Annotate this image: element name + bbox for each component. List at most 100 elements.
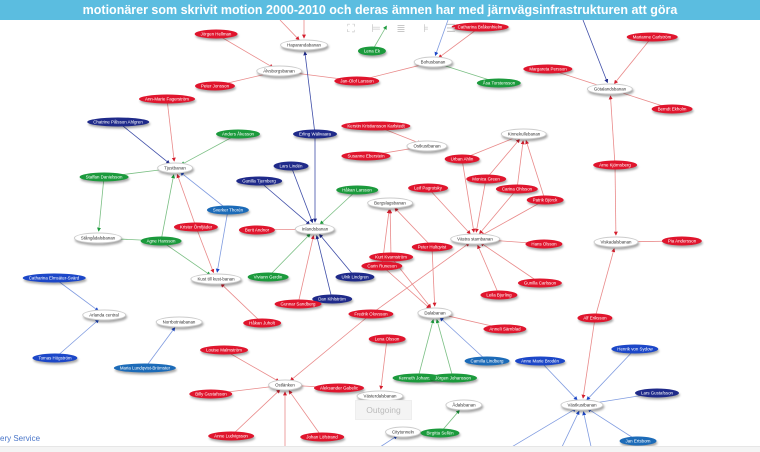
person-node[interactable]: Anne Ludvigsson <box>208 431 254 441</box>
graph-edge <box>180 133 239 166</box>
graph-edge <box>279 19 300 41</box>
person-node[interactable]: Berit Andnor <box>238 225 276 235</box>
person-node[interactable]: Lars Lindén <box>273 161 309 171</box>
graph-edge <box>319 189 358 225</box>
person-node[interactable]: Sverker Thorén <box>206 205 250 215</box>
person-node[interactable]: Jan Ertsborn <box>619 436 657 446</box>
person-node[interactable]: Margareta Persson <box>523 64 573 74</box>
footer-service-link[interactable]: ery Service <box>0 434 41 443</box>
person-node[interactable]: Tomas Högström <box>32 353 78 363</box>
outgoing-button[interactable]: Outgoing <box>355 400 412 420</box>
topic-node[interactable]: Stångådalsbanan <box>73 232 123 244</box>
person-node[interactable]: Arne Kjörnsberg <box>593 160 637 170</box>
topic-node[interactable]: Bergslagsbanan <box>367 197 413 209</box>
bottom-bar <box>0 446 760 452</box>
topic-node[interactable]: Ostkustbanan <box>406 140 448 152</box>
graph-edge <box>479 188 518 235</box>
person-node[interactable]: Aleksander Gabelic <box>313 383 365 393</box>
topic-node[interactable]: Kust till kust-banan <box>190 273 242 285</box>
person-node[interactable]: Kenneth Johansson <box>392 373 444 383</box>
graph-edge <box>431 246 437 307</box>
person-node[interactable]: Lena Ek <box>357 46 387 56</box>
person-node[interactable]: Lars Gustafsson <box>635 388 679 398</box>
person-node[interactable]: Jörgen Hellman <box>194 29 238 39</box>
person-node[interactable]: Gunilla Tjernberg <box>236 176 282 186</box>
topic-node[interactable]: Västkustbanan <box>560 399 604 411</box>
person-node[interactable]: Alf Eriksson <box>577 313 613 323</box>
person-node[interactable]: Peter Jonsson <box>194 81 236 91</box>
person-node[interactable]: Ann-Marie Fagerström <box>139 94 195 104</box>
person-node[interactable]: Peter Hultqvist <box>411 242 453 252</box>
person-node[interactable]: Håkan Juholt <box>243 318 281 328</box>
person-node[interactable]: Erling Wälivaara <box>293 129 337 139</box>
graph-edge <box>594 248 616 319</box>
person-node[interactable]: Krister Örnfjäder <box>173 222 219 232</box>
person-node[interactable]: Kurt Kvarnström <box>369 252 413 262</box>
layout-hierarchy-icon[interactable]: ⊧ <box>423 23 429 35</box>
person-node[interactable]: Marianne Carlström <box>626 32 678 42</box>
person-node[interactable]: Berndt Ekholm <box>651 104 693 114</box>
topic-node[interactable]: Ostlänken <box>268 379 302 391</box>
person-node[interactable]: Gunilla Carlsson <box>517 278 563 288</box>
person-node[interactable]: Ulrik Lindgren <box>335 272 375 282</box>
person-node[interactable]: Fredrik Olovsson <box>348 309 394 319</box>
topic-node[interactable]: Bohusbanan <box>413 56 453 68</box>
person-node[interactable]: AnnelI Särnblad <box>483 324 527 334</box>
person-node[interactable]: Staffan Danielsson <box>79 172 129 182</box>
topic-node[interactable]: Citytunneln <box>385 426 421 438</box>
topic-node[interactable]: Dalabanan <box>417 307 453 319</box>
person-node[interactable]: Jörgen Johansson <box>429 373 477 383</box>
person-node[interactable]: Jan-Olof Larsson <box>334 76 380 86</box>
person-node[interactable]: Leila Bjurling <box>480 290 518 300</box>
person-node[interactable]: Louise Malmström <box>200 345 248 355</box>
topic-node[interactable]: Kinnekullebanan <box>500 128 548 140</box>
person-node[interactable]: Catharina Bråkenhielm <box>451 22 509 32</box>
layout-tree-icon[interactable]: ⊨ <box>371 23 381 35</box>
person-node[interactable]: Lena Olsson <box>368 334 406 344</box>
layout-align-icon[interactable]: ≣ <box>396 23 406 35</box>
person-node[interactable]: Anne Marie Brodén <box>515 356 565 366</box>
person-node[interactable]: Agne Hansson <box>140 236 182 246</box>
graph-edge <box>613 164 618 236</box>
person-node[interactable]: Henrik von Sydow <box>611 344 659 354</box>
topic-node[interactable]: Ådalsbanan <box>445 399 483 411</box>
person-node[interactable]: Åsa Torstensson <box>476 78 522 88</box>
person-node[interactable]: Chatrine Pålsson Ahlgren <box>87 117 149 127</box>
person-node[interactable]: Catharina Elmsäter-Svärd <box>22 273 86 283</box>
person-node[interactable]: Viviann Gerdin <box>247 272 289 282</box>
graph-edge <box>53 277 99 312</box>
person-node[interactable]: Håkan Larsson <box>336 185 378 195</box>
person-node[interactable]: Johan Löfstrand <box>300 432 344 442</box>
topic-node[interactable]: Älvsborgsbanan <box>256 65 302 77</box>
menu-icon[interactable]: ☰ <box>446 23 456 35</box>
topic-node[interactable]: Norrbotniabanan <box>155 316 203 328</box>
person-node[interactable]: Anders Åkesson <box>216 129 260 139</box>
person-node[interactable]: Maria Lundqvist-Brömster <box>113 363 177 373</box>
fit-screen-icon[interactable]: ⛶ <box>347 23 355 35</box>
person-node[interactable]: Urban Ahlin <box>444 154 480 164</box>
person-node[interactable]: Carina Ohlsson <box>495 184 539 194</box>
topic-node[interactable]: Viskadalsbanan <box>593 236 639 248</box>
graph-edge <box>215 209 229 273</box>
person-node[interactable]: Billy Gustafsson <box>189 389 233 399</box>
topic-node[interactable]: Arlanda central <box>82 309 126 321</box>
person-node[interactable]: Leif Pagrotsky <box>408 183 448 193</box>
person-node[interactable]: Dan Kihlström <box>312 294 352 304</box>
person-node[interactable]: Camilla Lindberg <box>464 356 510 366</box>
person-node[interactable]: Gunnar Sandberg <box>274 299 322 309</box>
person-node[interactable]: Birgitta Sellén <box>420 428 460 438</box>
person-node[interactable]: Carin Runeson <box>361 261 403 271</box>
person-node[interactable]: Pia Andersson <box>661 236 703 246</box>
graph-edge <box>417 319 435 379</box>
person-node[interactable]: Monica Green <box>466 174 506 184</box>
person-node[interactable]: Susanne Eberstein <box>341 151 391 161</box>
person-node[interactable]: Patrik Björck <box>526 195 564 205</box>
topic-node[interactable]: Haparandabanan <box>280 39 328 51</box>
topic-node[interactable]: Västra stambanan <box>450 233 500 245</box>
topic-node[interactable]: Inlandsbanan <box>294 223 336 235</box>
person-node[interactable]: Hans Olsson <box>525 239 563 249</box>
topic-node[interactable]: Götalandsbanan <box>586 83 634 95</box>
person-node[interactable]: Kerstin Kristiansson Karlstedt <box>341 121 411 131</box>
topic-node[interactable]: Tjustbanan <box>157 162 193 174</box>
